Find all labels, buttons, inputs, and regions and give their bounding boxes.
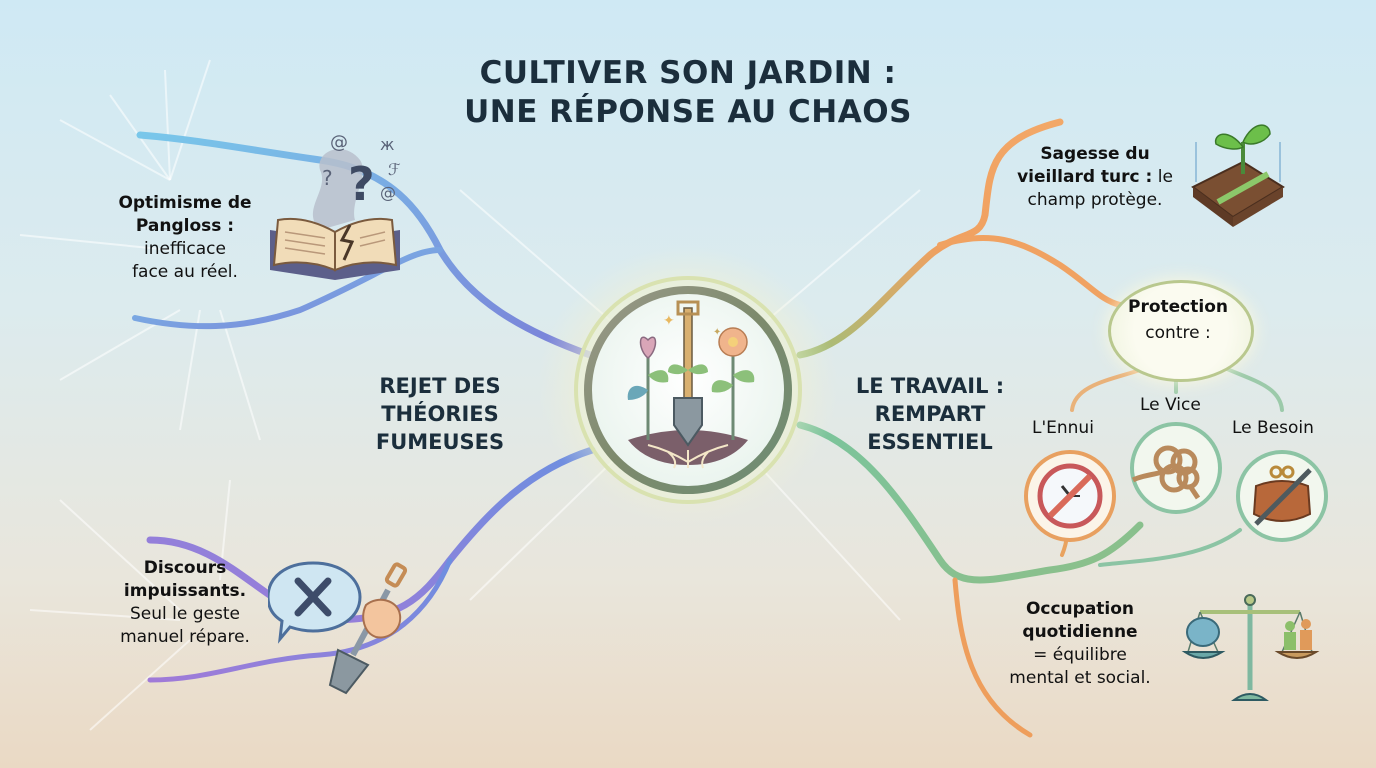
label-ennui: L'Ennui bbox=[1032, 418, 1094, 438]
branch-label-left: REJET DES THÉORIES FUMEUSES bbox=[375, 374, 505, 454]
title-line-1: CULTIVER SON JARDIN : bbox=[479, 55, 897, 91]
leaf-pangloss: Optimisme de Pangloss : inefficace face … bbox=[118, 193, 252, 282]
purse-prohibited-icon bbox=[1236, 450, 1328, 542]
garden-shovel-flowers-icon: ✦ ✦ bbox=[627, 300, 755, 469]
svg-text:@: @ bbox=[380, 183, 396, 202]
svg-text:@: @ bbox=[330, 132, 348, 153]
svg-text:ℱ: ℱ bbox=[388, 160, 401, 179]
leaf-discours: Discours impuissants. Seul le geste manu… bbox=[120, 558, 250, 647]
cracked-book-question-icon: ? ? @ ж ℱ @ bbox=[270, 132, 401, 280]
leaf-occupation: Occupation quotidienne = équilibre menta… bbox=[1009, 599, 1151, 688]
svg-text:?: ? bbox=[322, 166, 333, 190]
label-besoin: Le Besoin bbox=[1232, 418, 1314, 438]
clock-prohibited-icon bbox=[1024, 450, 1116, 542]
title-line-2: UNE RÉPONSE AU CHAOS bbox=[464, 94, 912, 130]
svg-text:?: ? bbox=[348, 157, 375, 211]
svg-text:✦: ✦ bbox=[713, 327, 721, 338]
svg-text:ж: ж bbox=[380, 135, 394, 154]
sprouting-field-icon bbox=[1191, 124, 1285, 227]
protection-bubble bbox=[1108, 280, 1254, 382]
svg-text:✦: ✦ bbox=[663, 312, 675, 328]
protection-label: Protection contre : bbox=[1128, 297, 1228, 343]
balance-scale-brain-people-icon bbox=[1181, 594, 1320, 701]
leaf-sagesse: Sagesse du vieillard turc : le champ pro… bbox=[1017, 144, 1173, 210]
tangled-rope-icon bbox=[1130, 422, 1222, 514]
speech-bubble-x-hand-trowel-icon bbox=[268, 561, 408, 695]
page-title: CULTIVER SON JARDIN : UNE RÉPONSE AU CHA… bbox=[388, 54, 988, 132]
branch-label-right: LE TRAVAIL : REMPART ESSENTIEL bbox=[855, 374, 1005, 454]
label-vice: Le Vice bbox=[1140, 395, 1201, 415]
